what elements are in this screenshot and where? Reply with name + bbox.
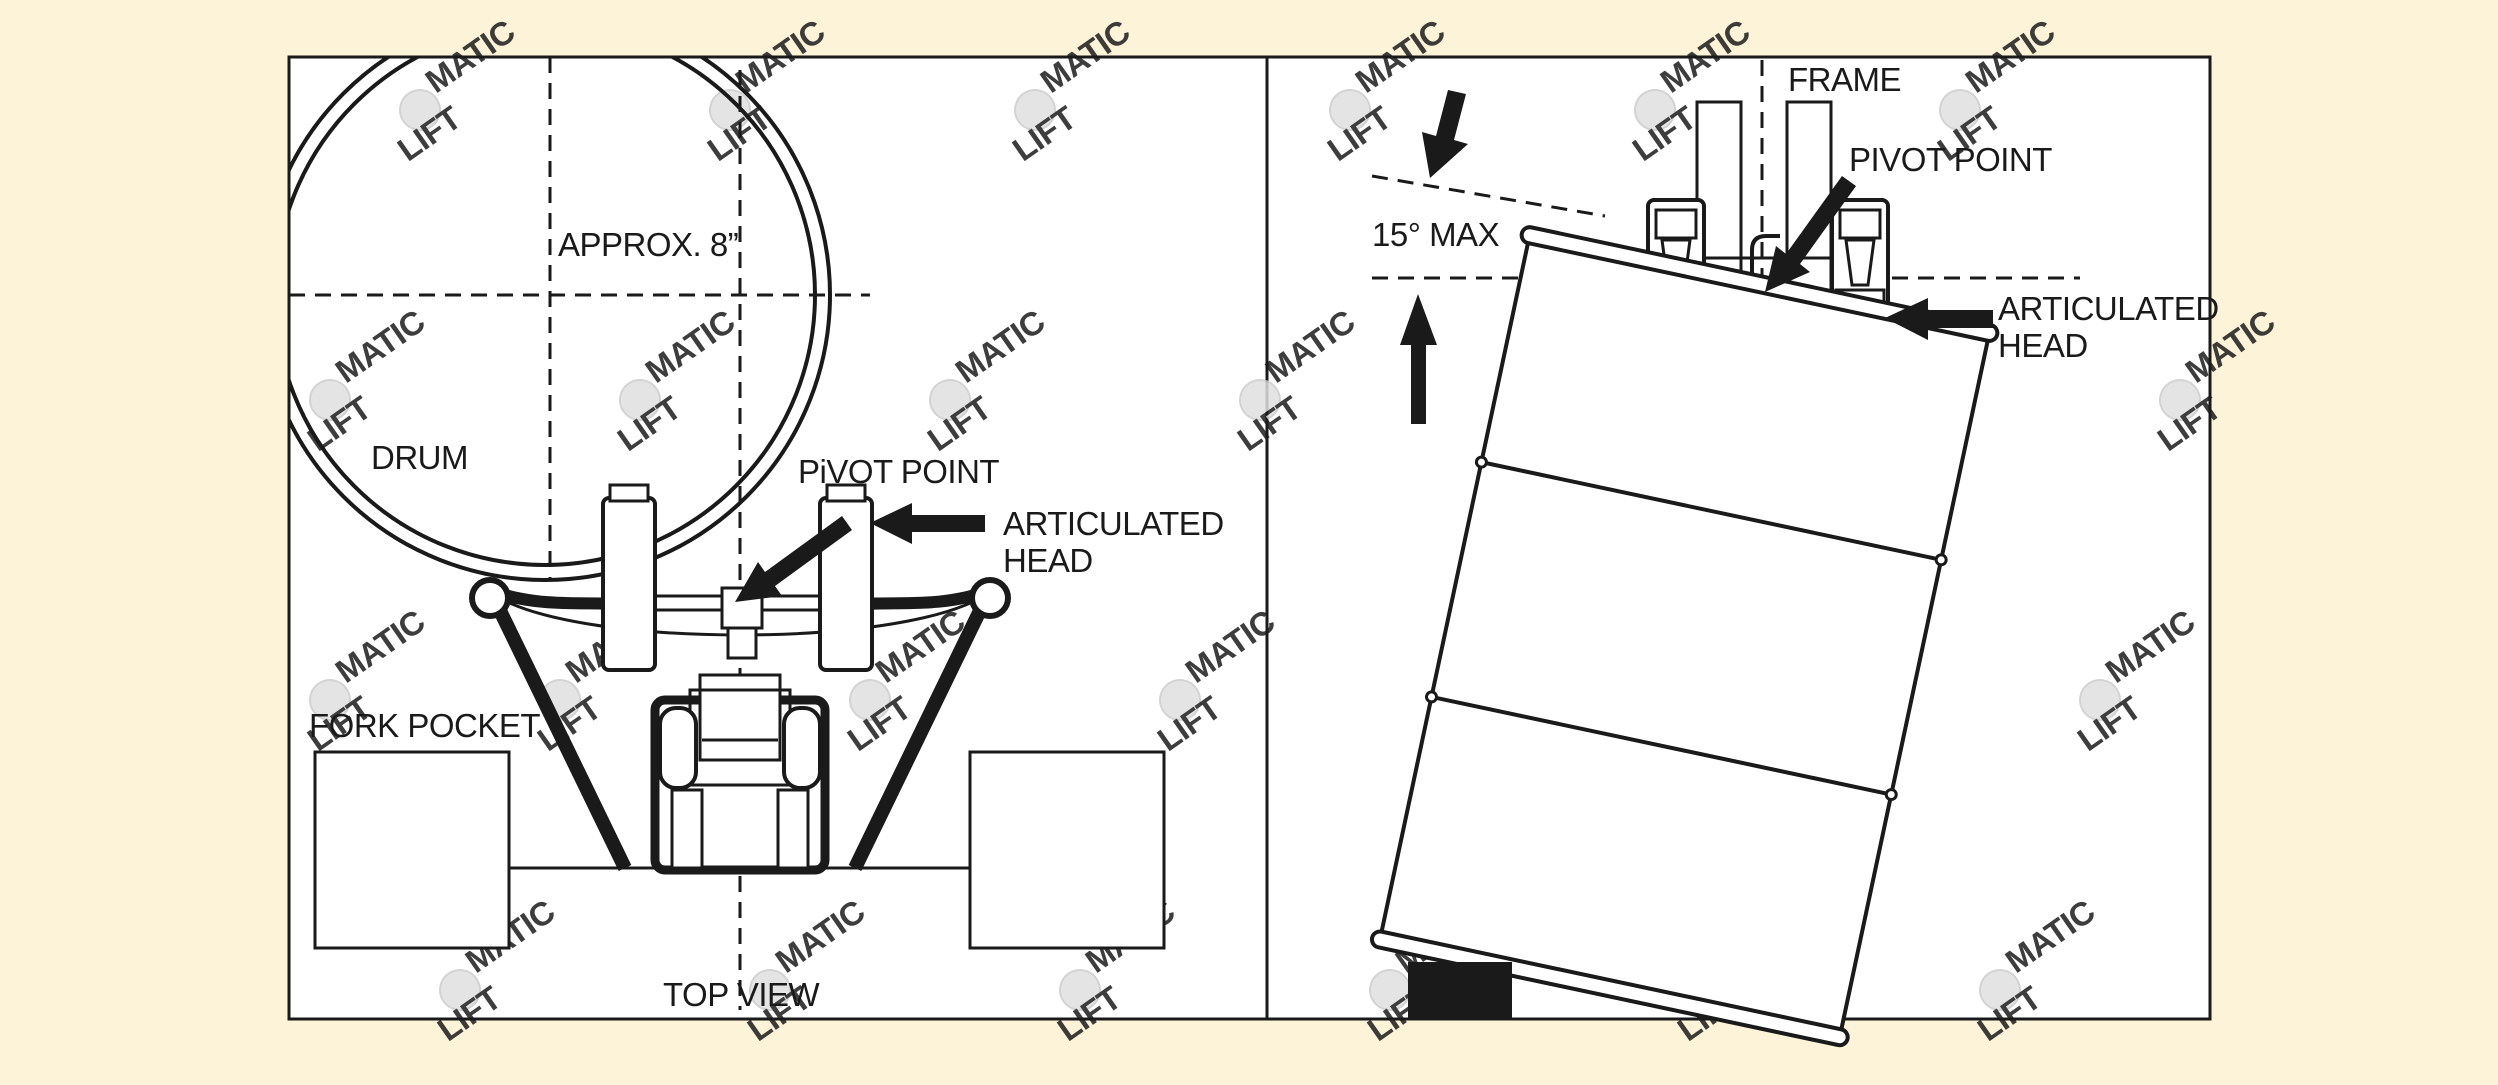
- left-arm: [483, 586, 632, 872]
- fork-pocket-right: [968, 750, 1166, 950]
- drum-outline: [289, 57, 832, 582]
- angle-label: 15° MAX: [1372, 216, 1500, 253]
- fork-pocket-label: FORK POCKET: [309, 707, 540, 744]
- head-arrow-icon: [870, 503, 985, 544]
- side-pivot-label: PIVOT POINT: [1849, 141, 2052, 178]
- articulated-label-line2: HEAD: [1003, 542, 1093, 579]
- pivot-arrow-icon: [735, 516, 852, 602]
- angle-up-arrow-icon: [1400, 294, 1437, 424]
- approx-label: APPROX. 8”: [558, 226, 738, 263]
- side-articulated-label-line2: HEAD: [1998, 327, 2088, 364]
- side-view-drawing: [1369, 60, 2080, 1048]
- frame-label: FRAME: [1788, 61, 1901, 98]
- side-pivot-arrow-icon: [1765, 176, 1856, 292]
- top-view-arrows: [735, 503, 985, 602]
- side-view-arrows: [1400, 90, 1993, 424]
- base-block: [1408, 962, 1512, 1018]
- drum-label: DRUM: [371, 439, 468, 476]
- top-view-labels: APPROX. 8” DRUM PiVOT POINT ARTICULATED …: [309, 226, 1224, 1013]
- side-view-labels: FRAME PIVOT POINT 15° MAX ARTICULATED HE…: [1372, 61, 2219, 364]
- side-head-arrow-icon: [1885, 298, 1993, 340]
- side-articulated-label-line1: ARTICULATED: [1998, 290, 2219, 327]
- angle-down-arrow-icon: [1422, 90, 1468, 178]
- fork-pocket-left: [313, 750, 511, 950]
- right-arm: [848, 586, 997, 872]
- top-view-drawing: [289, 57, 1166, 1010]
- top-view-label: TOP VIEW: [663, 976, 821, 1013]
- articulated-head-left: [601, 496, 657, 672]
- pivot-point-label: PiVOT POINT: [798, 453, 999, 490]
- tilted-drum: [1369, 225, 2000, 1048]
- articulated-label-line1: ARTICULATED: [1003, 505, 1224, 542]
